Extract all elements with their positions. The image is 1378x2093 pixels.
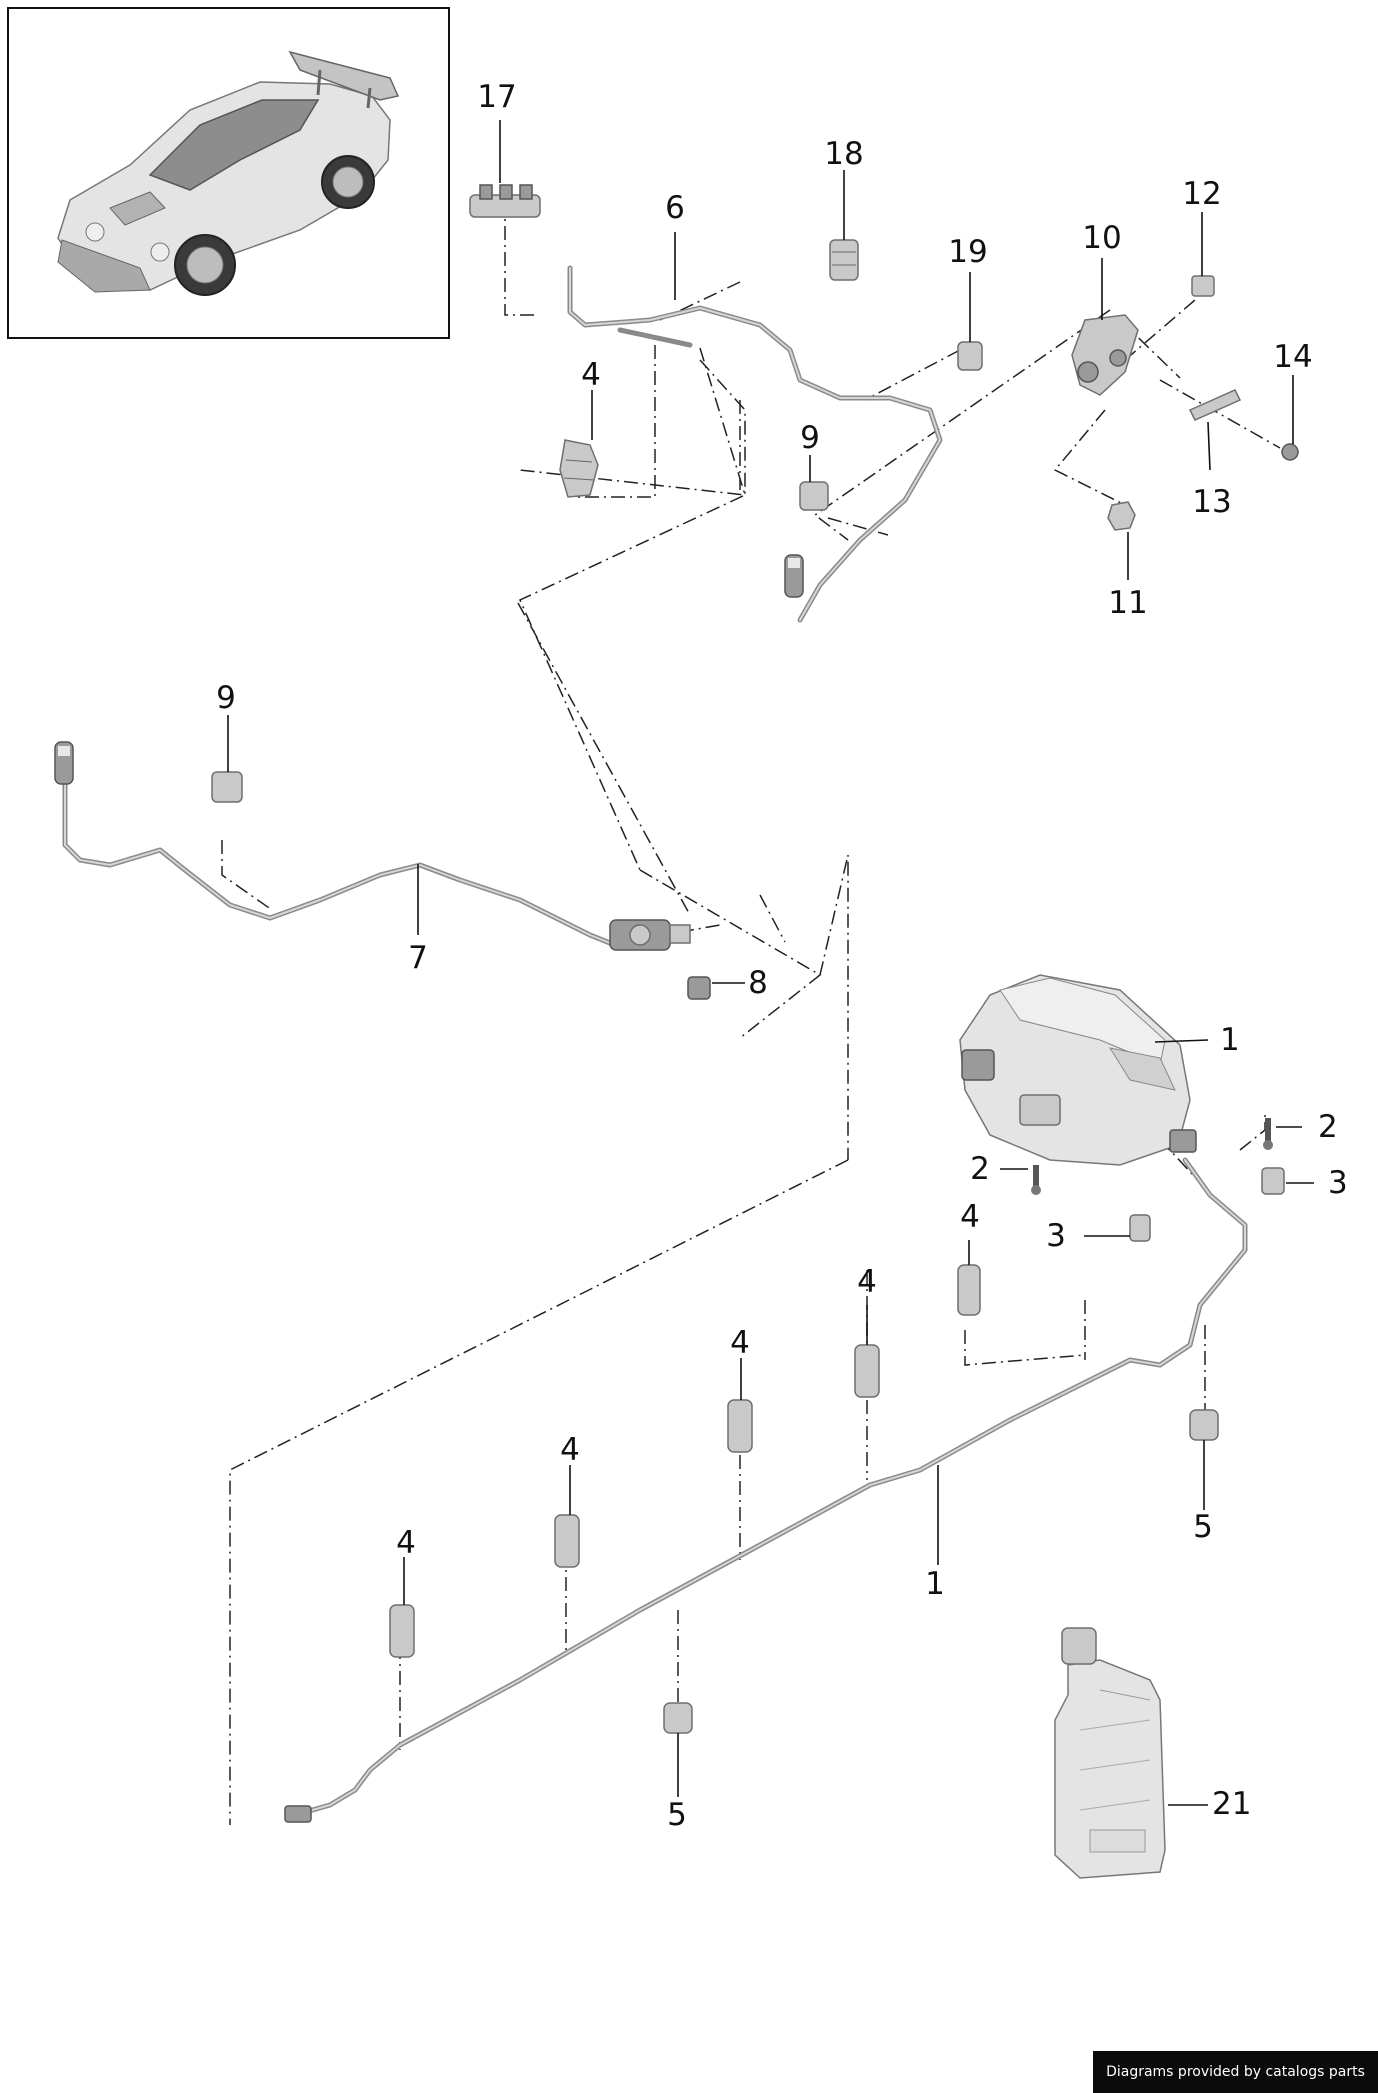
vehicle-thumbnail <box>7 7 450 339</box>
callout-3-right: 3 <box>1328 1165 1348 1201</box>
callout-4-c: 4 <box>730 1325 750 1361</box>
part-sensor-top <box>784 554 804 598</box>
part-8-plug <box>687 976 711 1000</box>
callout-2-right: 2 <box>1318 1109 1338 1145</box>
part-21-fluid-bottle <box>1054 1627 1166 1879</box>
part-19-clip <box>957 341 983 371</box>
callout-8: 8 <box>748 965 768 1001</box>
part-18-clip <box>829 239 859 281</box>
callout-9-top: 9 <box>800 420 820 456</box>
callout-1-reservoir: 1 <box>1220 1022 1240 1058</box>
part-10-bracket <box>1071 314 1139 396</box>
part-4-clips-lower <box>389 1264 981 1658</box>
part-14-bolt <box>1281 443 1299 461</box>
callout-5-left: 5 <box>667 1797 687 1833</box>
part-17-clip-strip <box>469 184 541 218</box>
callout-4-top: 4 <box>581 357 601 393</box>
part-9-clip-left <box>211 771 243 803</box>
car-illustration <box>57 50 400 296</box>
part-5-bushings <box>663 1409 1219 1734</box>
callout-6: 6 <box>665 190 685 226</box>
callout-4-a: 4 <box>960 1199 980 1235</box>
part-2-bolts <box>1031 1118 1273 1195</box>
part-11-bushing <box>1107 501 1136 531</box>
part-line-fitting <box>284 1805 312 1823</box>
part-13-bracket <box>1188 389 1242 421</box>
callout-3-left: 3 <box>1046 1218 1066 1254</box>
callout-4-e: 4 <box>396 1525 416 1561</box>
callout-numbers: 17 18 6 19 10 12 14 13 4 9 11 9 7 8 1 2 … <box>216 79 1348 1833</box>
callout-13: 13 <box>1192 484 1231 520</box>
callout-17: 17 <box>477 79 516 115</box>
callout-18: 18 <box>824 136 863 172</box>
callout-2-left: 2 <box>970 1151 990 1187</box>
part-1-reservoir <box>959 974 1197 1166</box>
part-4-clip-top <box>559 439 599 498</box>
callout-9-left: 9 <box>216 680 236 716</box>
line-6 <box>567 265 943 623</box>
callout-12: 12 <box>1182 176 1221 212</box>
callout-1-line: 1 <box>925 1566 945 1602</box>
part-9-clip-top <box>799 481 829 511</box>
hydraulic-lines <box>62 265 1248 1818</box>
callout-5-right: 5 <box>1193 1509 1213 1545</box>
callout-7: 7 <box>408 940 428 976</box>
callout-leader-lines <box>227 120 1314 1806</box>
callout-11: 11 <box>1108 585 1147 621</box>
callout-19: 19 <box>948 234 987 270</box>
line-7 <box>62 777 618 948</box>
line-1 <box>292 1157 1248 1818</box>
part-12-bracket <box>1191 275 1215 297</box>
callout-21: 21 <box>1212 1786 1251 1822</box>
callout-4-d: 4 <box>560 1432 580 1468</box>
part-sensor-left <box>54 741 74 785</box>
part-3-clips <box>1129 1167 1285 1242</box>
callout-4-b: 4 <box>857 1264 877 1300</box>
part-7-valve <box>609 919 691 951</box>
callout-10: 10 <box>1082 220 1121 256</box>
footer-credit: Diagrams provided by catalogs parts <box>1093 2051 1378 2093</box>
callout-14: 14 <box>1273 339 1312 375</box>
